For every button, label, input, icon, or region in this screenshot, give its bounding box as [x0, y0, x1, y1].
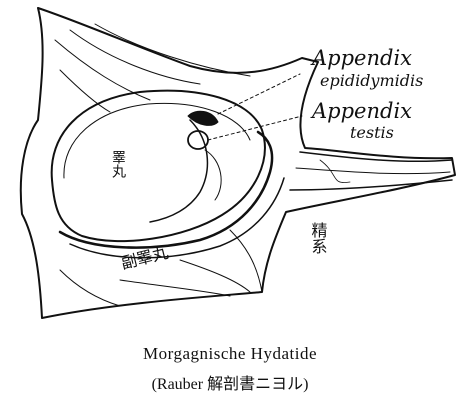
testis-body	[52, 91, 265, 241]
label-appendix-epididymidis-1: Appendix	[310, 46, 412, 70]
epididymis	[60, 132, 272, 248]
label-appendix-testis-2: testis	[350, 123, 394, 142]
label-appendix-testis-1: Appendix	[310, 99, 412, 123]
spermatic-cord	[300, 152, 452, 161]
label-spermatic-cord: 精系	[309, 222, 328, 254]
label-testis: 睪丸	[110, 150, 126, 179]
label-appendix-epididymidis-2: epididymidis	[320, 71, 423, 90]
caption-title: Morgagnische Hydatide	[0, 344, 460, 364]
leader-epididymidis	[218, 74, 300, 114]
caption-source: (Rauber 解剖書ニヨル)	[0, 370, 460, 394]
appendix-testis-vesicle	[188, 131, 208, 149]
